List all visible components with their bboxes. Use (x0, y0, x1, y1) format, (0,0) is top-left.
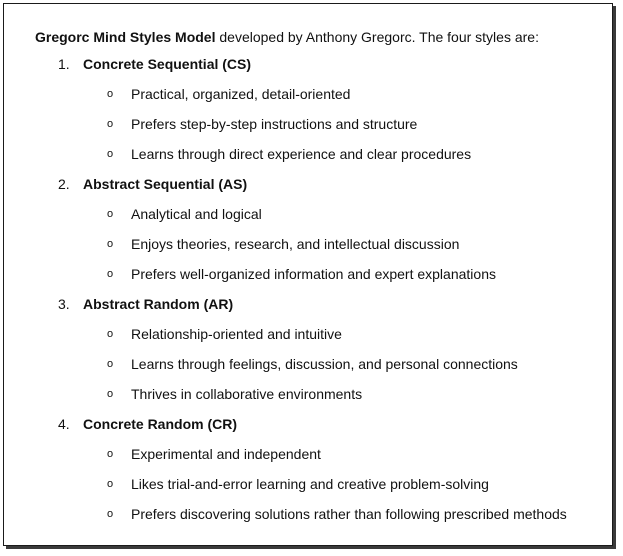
bullet-icon: o (107, 88, 114, 100)
list-item-text: Learns through direct experience and cle… (131, 146, 472, 162)
bullet-icon: o (107, 118, 114, 130)
bullet-icon: o (107, 328, 114, 340)
style-title: Concrete Random (CR) (83, 416, 238, 432)
style-number: 1. (58, 56, 70, 72)
bullet-icon: o (107, 478, 114, 490)
list-item-text: Analytical and logical (131, 206, 262, 222)
bullet-icon: o (107, 238, 114, 250)
list-item-text: Prefers step-by-step instructions and st… (131, 116, 418, 132)
bullet-icon: o (107, 148, 114, 160)
style-title: Concrete Sequential (CS) (83, 56, 252, 72)
list-item-text: Learns through feelings, discussion, and… (131, 356, 518, 372)
style-number: 2. (58, 176, 70, 192)
list-item-text: Practical, organized, detail-oriented (131, 86, 351, 102)
intro-paragraph: Gregorc Mind Styles Model developed by A… (35, 28, 539, 46)
bullet-icon: o (107, 268, 114, 280)
list-item-text: Prefers well-organized information and e… (131, 266, 496, 282)
list-item-text: Enjoys theories, research, and intellect… (131, 236, 460, 252)
list-item-text: Likes trial-and-error learning and creat… (131, 476, 489, 492)
style-title: Abstract Random (AR) (83, 296, 234, 312)
list-item-text: Experimental and independent (131, 446, 321, 462)
bullet-icon: o (107, 508, 114, 520)
bullet-icon: o (107, 388, 114, 400)
bullet-icon: o (107, 448, 114, 460)
list-item-text: Relationship-oriented and intuitive (131, 326, 342, 342)
document-frame: Gregorc Mind Styles Model developed by A… (3, 3, 613, 546)
style-number: 3. (58, 296, 70, 312)
bullet-icon: o (107, 358, 114, 370)
list-item-text: Prefers discovering solutions rather tha… (131, 506, 567, 522)
style-number: 4. (58, 416, 70, 432)
model-name: Gregorc Mind Styles Model (35, 29, 216, 45)
style-title: Abstract Sequential (AS) (83, 176, 248, 192)
bullet-icon: o (107, 208, 114, 220)
intro-text: developed by Anthony Gregorc. The four s… (215, 29, 539, 45)
list-item-text: Thrives in collaborative environments (131, 386, 363, 402)
